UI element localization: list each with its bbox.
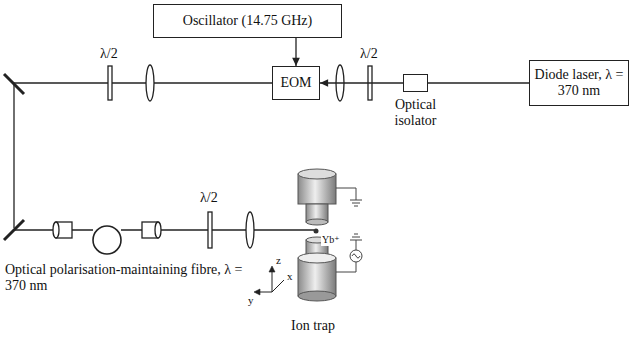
beam — [160, 229, 314, 230]
mirror — [4, 74, 24, 94]
oscillator-box: Oscillator (14.75 GHz) — [153, 4, 342, 38]
ion — [314, 229, 319, 234]
lens — [146, 65, 154, 101]
box-label: Diode laser, λ = 370 nm — [530, 67, 628, 99]
mirror — [4, 220, 24, 240]
beam — [14, 229, 55, 230]
axis-label: x — [286, 270, 294, 283]
lens — [246, 212, 254, 248]
trap-wiring — [336, 188, 362, 272]
axes — [254, 266, 275, 295]
connector — [292, 38, 300, 66]
box-label: EOM — [280, 75, 311, 91]
isolator-box: Optical isolator — [403, 74, 428, 92]
waveplate-label: λ/2 — [359, 46, 379, 62]
fibre — [72, 229, 142, 230]
beam — [12, 82, 272, 83]
eom-box: EOM — [272, 66, 320, 100]
fibre-loop — [93, 226, 121, 254]
fibre-coupler — [53, 222, 59, 238]
connector — [428, 83, 529, 84]
fibre-label: Optical polarisation-maintaining fibre, … — [4, 262, 256, 294]
laser-box: Diode laser, λ = 370 nm — [529, 60, 629, 106]
waveplate-label: λ/2 — [199, 190, 219, 206]
axis-label: y — [247, 294, 255, 307]
beam — [13, 85, 14, 228]
half-wave-plate — [108, 66, 112, 100]
trap-label: Ion trap — [290, 318, 336, 334]
box-label: Oscillator (14.75 GHz) — [183, 13, 312, 29]
half-wave-plate — [208, 212, 212, 248]
waveplate-label: λ/2 — [99, 46, 119, 62]
fibre-coupler — [155, 222, 161, 238]
axis-label: z — [275, 254, 282, 267]
connector — [320, 79, 403, 87]
ion-label: Yb⁺ — [321, 234, 341, 246]
outside-caption: Optical isolator — [376, 97, 456, 129]
